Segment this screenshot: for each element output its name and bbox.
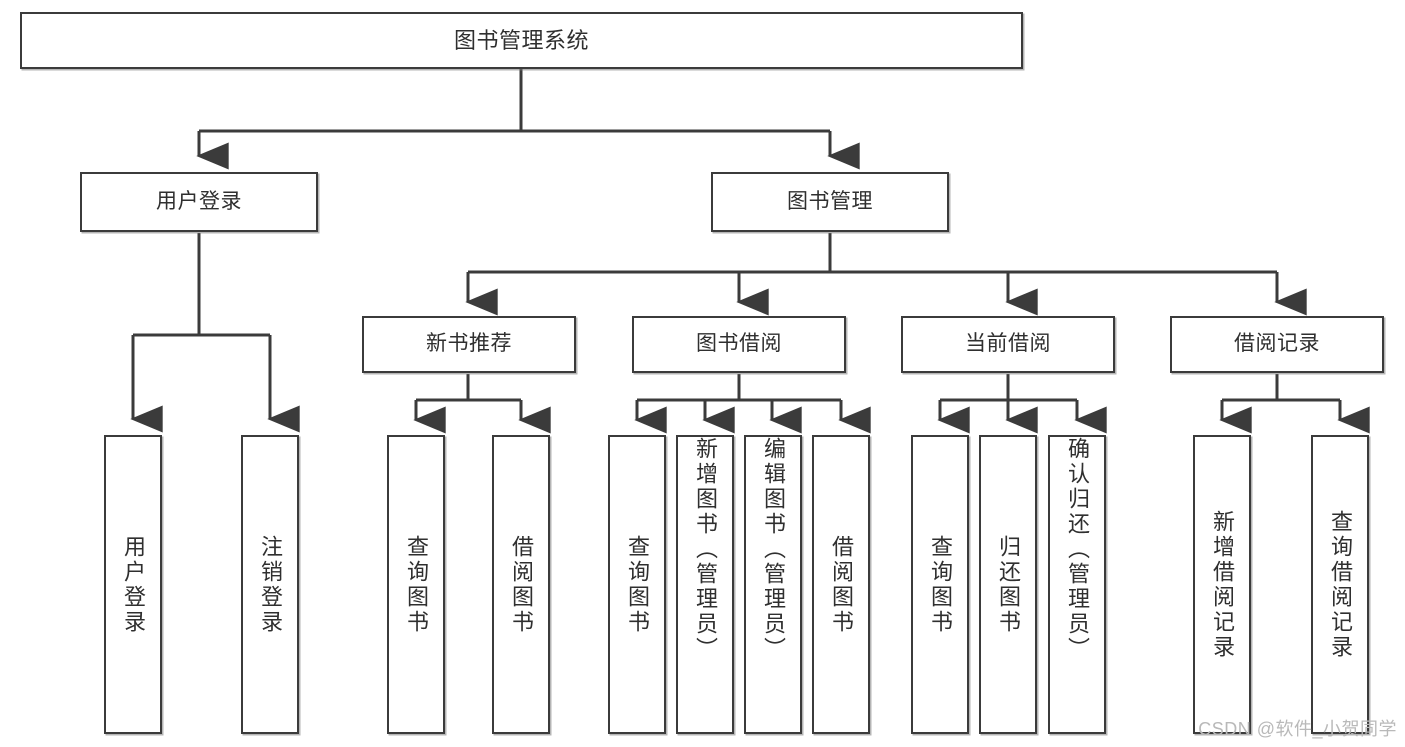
leaf-add-book[interactable]: 新增图书（管理员）	[676, 435, 734, 734]
node-new-book-rec[interactable]: 新书推荐	[362, 316, 576, 373]
node-borrow-record-label: 借阅记录	[1234, 332, 1320, 356]
leaf-add-record[interactable]: 新增借阅记录	[1193, 435, 1251, 734]
leaf-borrow-book-2[interactable]: 借阅图书	[812, 435, 870, 734]
node-book-manage-label: 图书管理	[787, 189, 873, 213]
leaf-query-record[interactable]: 查询借阅记录	[1311, 435, 1369, 734]
leaf-confirm-return-label: 确认归还（管理员）	[1065, 437, 1090, 662]
leaf-query-book-1[interactable]: 查询图书	[387, 435, 445, 734]
leaf-query-book-2[interactable]: 查询图书	[608, 435, 666, 734]
leaf-query-record-label: 查询借阅记录	[1328, 509, 1353, 660]
leaf-query-book-3-label: 查询图书	[928, 534, 953, 635]
leaf-edit-book[interactable]: 编辑图书（管理员）	[744, 435, 802, 734]
leaf-query-book-3[interactable]: 查询图书	[911, 435, 969, 734]
node-root-label: 图书管理系统	[453, 27, 589, 53]
node-current-borrow[interactable]: 当前借阅	[901, 316, 1115, 373]
node-user-login[interactable]: 用户登录	[80, 172, 318, 232]
leaf-return-book-label: 归还图书	[996, 534, 1021, 635]
leaf-query-book-1-label: 查询图书	[404, 534, 429, 635]
node-book-borrow-label: 图书借阅	[696, 332, 782, 356]
leaf-return-book[interactable]: 归还图书	[979, 435, 1037, 734]
leaf-add-book-label: 新增图书（管理员）	[693, 437, 718, 662]
csdn-watermark: CSDN @软件_小贺同学	[1198, 719, 1397, 739]
leaf-add-record-label: 新增借阅记录	[1210, 509, 1235, 660]
leaf-logout[interactable]: 注销登录	[241, 435, 299, 734]
leaf-user-login[interactable]: 用户登录	[104, 435, 162, 734]
leaf-borrow-book-1[interactable]: 借阅图书	[492, 435, 550, 734]
node-new-book-rec-label: 新书推荐	[426, 332, 512, 356]
leaf-user-login-label: 用户登录	[121, 534, 146, 635]
leaf-borrow-book-1-label: 借阅图书	[509, 534, 534, 635]
node-book-borrow[interactable]: 图书借阅	[632, 316, 846, 373]
node-book-manage[interactable]: 图书管理	[711, 172, 949, 232]
leaf-query-book-2-label: 查询图书	[625, 534, 650, 635]
leaf-confirm-return[interactable]: 确认归还（管理员）	[1048, 435, 1106, 734]
node-root[interactable]: 图书管理系统	[20, 12, 1023, 69]
leaf-logout-label: 注销登录	[258, 534, 283, 635]
leaf-edit-book-label: 编辑图书（管理员）	[761, 437, 786, 662]
leaf-borrow-book-2-label: 借阅图书	[829, 534, 854, 635]
node-current-borrow-label: 当前借阅	[965, 332, 1051, 356]
node-borrow-record[interactable]: 借阅记录	[1170, 316, 1384, 373]
node-user-login-label: 用户登录	[156, 189, 242, 213]
